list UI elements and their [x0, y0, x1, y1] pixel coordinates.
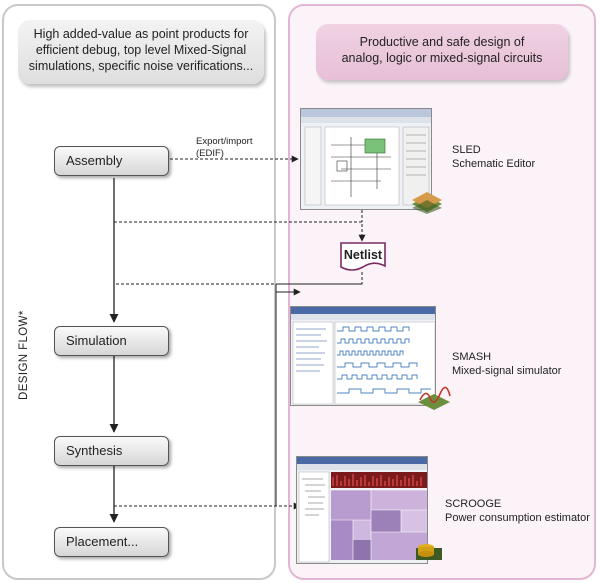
- scrooge-screenshot: [296, 456, 428, 564]
- point-products-callout: High added-value as point products for e…: [18, 20, 264, 84]
- productive-design-line-1: Productive and safe design of: [359, 35, 525, 49]
- sled-screenshot: [300, 108, 432, 210]
- export-import-line-1: Export/import: [196, 136, 253, 147]
- netlist-document-icon: [340, 242, 386, 271]
- productive-design-callout: Productive and safe design of analog, lo…: [316, 24, 568, 80]
- netlist-to-flow-connector: [114, 272, 363, 285]
- sled-title: SLED Schematic Editor: [452, 143, 535, 171]
- step-placement[interactable]: Placement...: [54, 527, 169, 557]
- smash-description: Mixed-signal simulator: [452, 365, 562, 377]
- scrooge-coins-icon: [414, 538, 444, 562]
- scrooge-description: Power consumption estimator: [445, 512, 590, 524]
- smash-name: SMASH: [452, 351, 492, 363]
- point-products-line-3: simulations, specific noise verification…: [28, 59, 254, 73]
- smash-screenshot: [290, 306, 436, 406]
- step-simulation-label: Simulation: [66, 333, 127, 348]
- productive-design-line-2: analog, logic or mixed-signal circuits: [341, 51, 543, 65]
- point-products-line-2: efficient debug, top level Mixed-Signal: [35, 43, 247, 57]
- smash-title: SMASH Mixed-signal simulator: [452, 350, 561, 378]
- scrooge-title: SCROOGE Power consumption estimator: [445, 497, 590, 525]
- export-import-label: Export/import(EDIF): [196, 136, 253, 160]
- sled-description: Schematic Editor: [452, 158, 536, 170]
- netlist-label: Netlist: [343, 248, 383, 262]
- step-synthesis[interactable]: Synthesis: [54, 436, 169, 466]
- point-products-line-1: High added-value as point products for: [33, 27, 249, 41]
- step-simulation[interactable]: Simulation: [54, 326, 169, 356]
- assembly-to-netlist-arrow: [114, 221, 366, 242]
- sled-chip-icon: [410, 190, 444, 214]
- scrooge-name: SCROOGE: [445, 498, 502, 510]
- design-flow-label: DESIGN FLOW*: [18, 310, 30, 400]
- step-assembly[interactable]: Assembly: [54, 146, 169, 176]
- export-import-line-2: (EDIF): [196, 148, 224, 159]
- smash-waveform-icon: [416, 386, 452, 412]
- sled-name: SLED: [452, 144, 481, 156]
- step-assembly-label: Assembly: [66, 153, 123, 168]
- step-synthesis-label: Synthesis: [66, 443, 123, 458]
- step-placement-label: Placement...: [66, 534, 139, 549]
- design-flow-panel: [2, 4, 276, 580]
